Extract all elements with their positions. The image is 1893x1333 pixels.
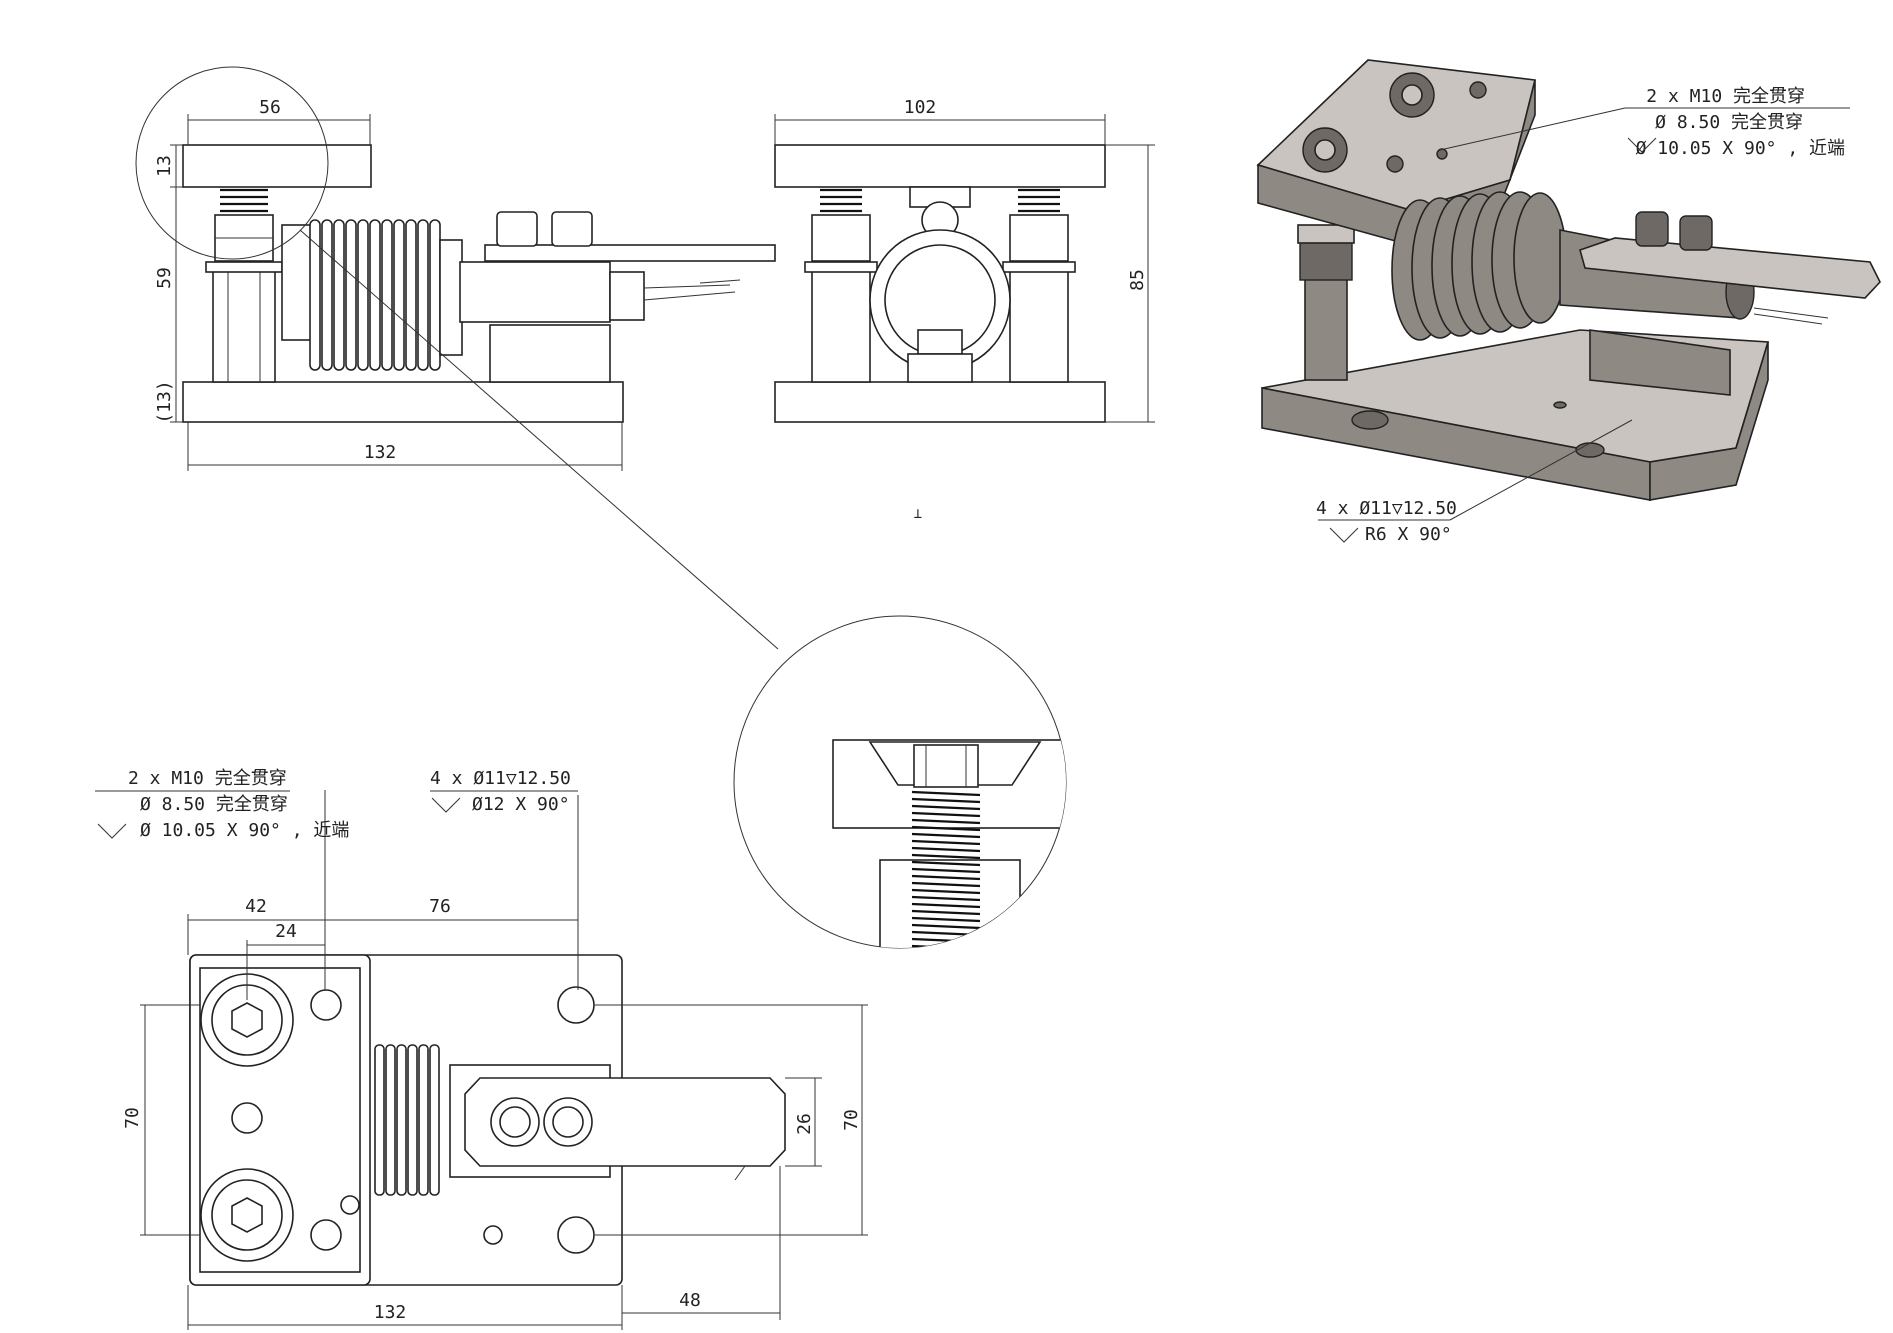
isometric-view: 2 x M10 完全贯穿 Ø 8.50 完全贯穿 Ø 10.05 X 90° ,… [1256,59,1881,545]
thread-line [911,902,981,909]
dim-132-plan: 132 [374,1302,407,1323]
thread-line [911,811,981,818]
dim-59: 59 [154,267,175,289]
thread-line [911,860,981,867]
thread-line [911,874,981,881]
plan-note-right-line1: 4 x Ø11▽12.50 [430,768,571,789]
thread-line [911,909,981,916]
front-view: 102 85 ⊥ [774,97,1155,522]
thread-line [911,818,981,825]
iso-note-base-line1: 4 x Ø11▽12.50 [1316,498,1457,519]
thread-line [911,888,981,895]
plan-note-left-line3: Ø 10.05 X 90° , 近端 [140,820,349,841]
thread-line [911,853,981,860]
iso-note-top-line3: Ø 10.05 X 90° , 近端 [1636,138,1845,159]
thread-line [911,790,981,797]
thread-line [911,923,981,930]
detail-circle-a [135,66,329,260]
side-view: 56 13 59 (13) 132 [135,66,779,650]
dim-48: 48 [679,1290,701,1311]
dim-70-left: 70 [122,1107,143,1129]
side-view-dimensions: 56 13 59 (13) 132 [154,97,623,471]
dim-13: 13 [154,155,175,177]
detail-thread [911,790,981,956]
plan-bellows [374,1044,440,1196]
thread-line [911,846,981,853]
dim-56: 56 [259,97,281,118]
dim-85: 85 [1127,269,1148,291]
plan-note-left-line1: 2 x M10 完全贯穿 [128,768,287,789]
thread-line [911,839,981,846]
iso-note-top-line1: 2 x M10 完全贯穿 [1646,86,1805,107]
dim-76: 76 [429,896,451,917]
iso-bellows [1391,191,1567,341]
dim-26: 26 [794,1113,815,1135]
thread-line [911,832,981,839]
thread-line [911,867,981,874]
plan-view: 42 24 76 70 26 70 132 [95,768,868,1330]
plan-note-right-line2: Ø12 X 90° [472,794,570,815]
iso-note-top-line2: Ø 8.50 完全贯穿 [1655,112,1803,133]
thread-line [911,916,981,923]
thread-line [911,895,981,902]
detail-leader [299,229,779,650]
dim-70-right: 70 [841,1109,862,1131]
dim-13-ref: (13) [154,380,175,423]
thread-line [911,804,981,811]
thread-line [911,881,981,888]
detail-view [733,615,1067,956]
dim-24: 24 [275,921,297,942]
plan-note-left-line2: Ø 8.50 完全贯穿 [140,794,288,815]
dim-102: 102 [904,97,937,118]
dim-132-side: 132 [364,442,397,463]
center-mark: ⊥ [914,506,922,522]
side-stud-thread [220,188,268,213]
thread-line [911,825,981,832]
plan-view-dimensions: 42 24 76 70 26 70 132 [122,790,868,1330]
front-view-dimensions: 102 85 [774,97,1155,423]
bellows-fins [309,219,441,371]
thread-line [912,953,980,956]
thread-line [911,944,981,948]
dim-42: 42 [245,896,267,917]
iso-note-base-line2: R6 X 90° [1365,524,1452,545]
thread-line [911,797,981,804]
